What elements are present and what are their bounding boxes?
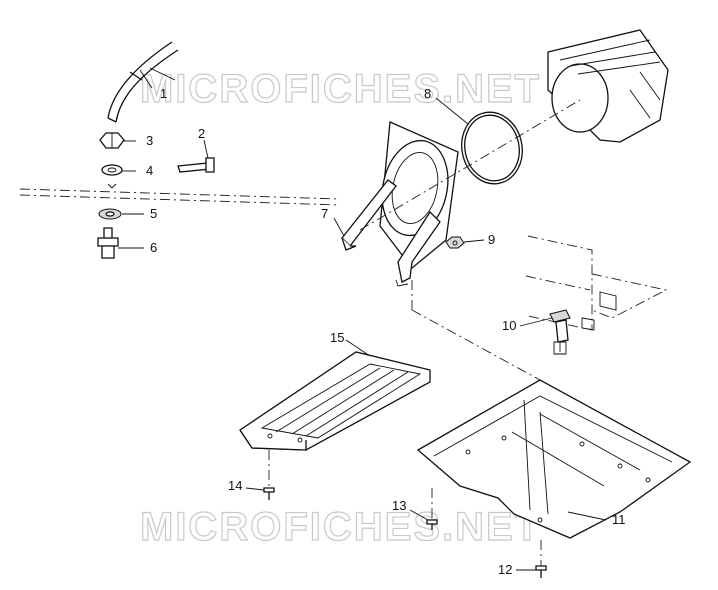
callout-12: 12 xyxy=(498,562,512,577)
o-ring xyxy=(461,111,523,185)
watermark-bottom: MICROFICHES.NET xyxy=(140,505,541,549)
screw-12 xyxy=(535,540,547,578)
callout-11: 11 xyxy=(612,512,626,527)
callout-6: 6 xyxy=(150,240,157,255)
callout-3: 3 xyxy=(146,133,153,148)
drive-adapter-plate xyxy=(341,121,459,287)
frame-section xyxy=(525,235,668,331)
callout-15: 15 xyxy=(330,330,344,345)
running-board xyxy=(239,351,431,451)
vent-hose xyxy=(107,41,179,123)
callout-5: 5 xyxy=(150,206,157,221)
engine-housing xyxy=(547,29,669,143)
callout-1: 1 xyxy=(160,86,167,101)
callout-7: 7 xyxy=(321,206,328,221)
washer-upper xyxy=(101,164,123,189)
panel-line xyxy=(19,188,341,206)
nut xyxy=(99,132,125,149)
watermark-top: MICROFICHES.NET xyxy=(140,67,541,111)
callout-14: 14 xyxy=(228,478,242,493)
washer-lower xyxy=(98,208,122,220)
callout-8: 8 xyxy=(424,86,431,101)
callout-2: 2 xyxy=(198,126,205,141)
skid-plate xyxy=(416,379,692,539)
callout-10: 10 xyxy=(502,318,516,333)
center-line-c xyxy=(411,309,541,381)
callout-9: 9 xyxy=(488,232,495,247)
callout-4: 4 xyxy=(146,163,153,178)
screw-14 xyxy=(263,450,275,500)
grommet xyxy=(549,309,571,356)
fitting xyxy=(97,227,119,259)
center-line-a xyxy=(359,99,581,231)
screw-13 xyxy=(426,488,438,530)
callout-13: 13 xyxy=(392,498,406,513)
hex-nut xyxy=(445,236,465,249)
bracket-pin xyxy=(177,157,215,173)
leader-lines xyxy=(118,69,607,571)
